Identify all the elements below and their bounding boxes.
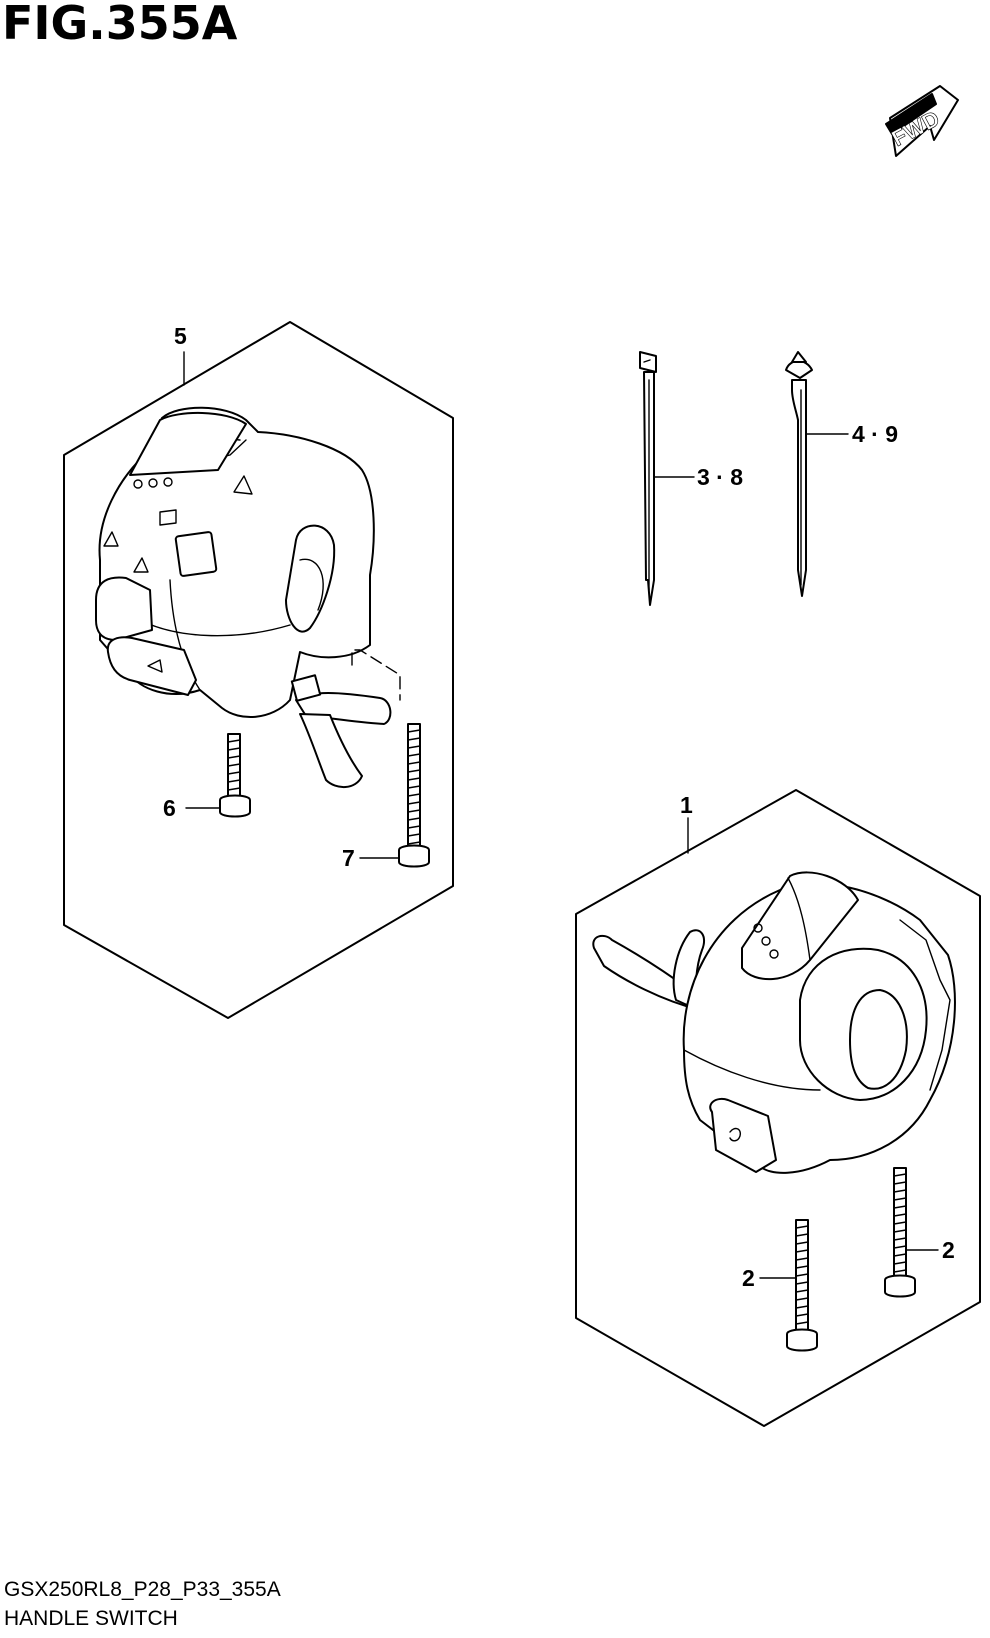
footer-code: GSX250RL8_P28_P33_355A xyxy=(4,1578,281,1601)
screw-6 xyxy=(219,733,251,818)
callout-1: 1 xyxy=(680,792,693,818)
forward-arrow-icon: FWD xyxy=(885,85,959,157)
right-handle-switch-assembly xyxy=(575,789,981,1427)
screw-2-right xyxy=(884,1167,916,1298)
assembly-outline-left xyxy=(63,321,454,1019)
cable-tie-4-9 xyxy=(785,351,813,597)
left-handle-switch-assembly xyxy=(63,321,454,1019)
callout-3-8: 3 · 8 xyxy=(697,464,743,490)
callout-4-9: 4 · 9 xyxy=(852,421,898,447)
callout-5: 5 xyxy=(174,323,187,349)
footer-name: HANDLE SWITCH xyxy=(4,1607,178,1630)
screw-7 xyxy=(398,723,430,868)
cable-tie-3-8 xyxy=(639,351,657,606)
assembly-outline-right xyxy=(575,789,981,1427)
callout-2-left: 2 xyxy=(742,1265,755,1291)
figure-title: FIG.355A xyxy=(2,0,238,50)
screw-2-left xyxy=(786,1219,818,1352)
callout-7: 7 xyxy=(342,845,355,871)
callout-2-right: 2 xyxy=(942,1237,955,1263)
callout-6: 6 xyxy=(163,795,176,821)
